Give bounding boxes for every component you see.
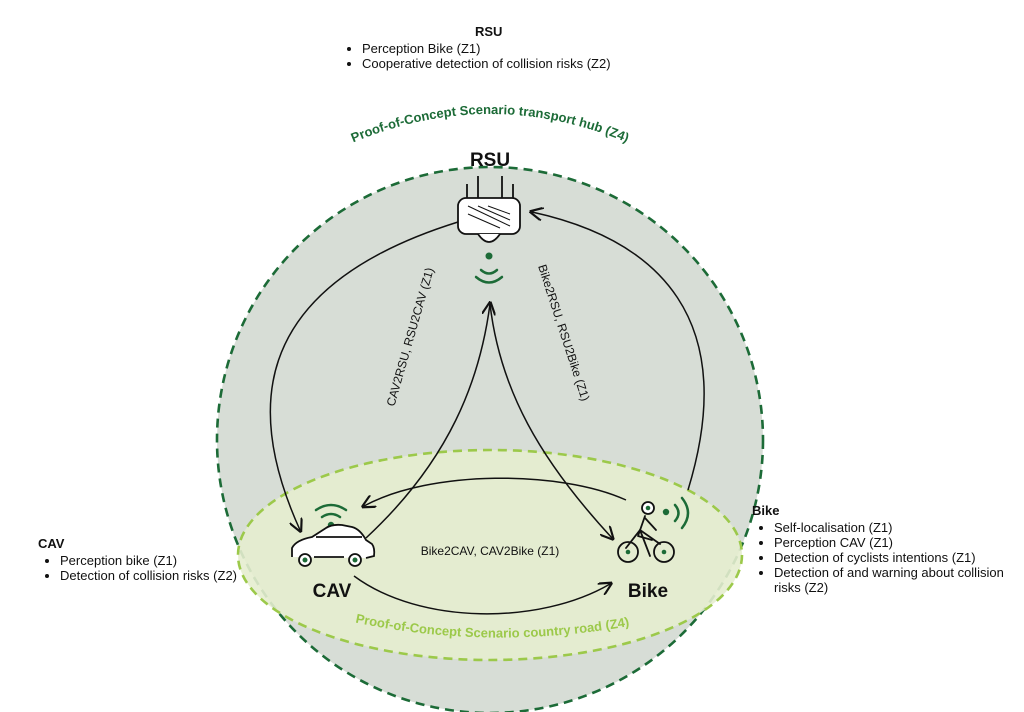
arrow-bike-to-rsu [532,212,705,491]
cav-panel-title: CAV [38,536,65,551]
rsu-panel-title: RSU [475,24,503,39]
list-item: Self-localisation (Z1) [774,520,1022,535]
cav-capabilities-panel: CAV Perception bike (Z1) Detection of co… [38,536,238,583]
arrow-rsu-to-cav [269,221,459,530]
list-item: Perception bike (Z1) [60,553,238,568]
list-item: Perception CAV (Z1) [774,535,1022,550]
list-item: Detection of and warning about collision… [774,565,1022,595]
list-item: Detection of cyclists intentions (Z1) [774,550,1022,565]
list-item: Perception Bike (Z1) [362,41,680,56]
cav-node-label: CAV [313,581,352,602]
bike-capabilities-list: Self-localisation (Z1) Perception CAV (Z… [752,520,1022,595]
cyclist-icon [617,501,675,563]
list-item: Cooperative detection of collision risks… [362,56,680,71]
bike-node-label: Bike [628,581,668,602]
car-icon [291,523,376,567]
cav-capabilities-list: Perception bike (Z1) Detection of collis… [38,553,238,583]
rsu-capabilities-panel: RSU Perception Bike (Z1) Cooperative det… [340,24,680,71]
rsu-device-icon [457,176,521,243]
rsu-capabilities-list: Perception Bike (Z1) Cooperative detecti… [340,41,680,71]
transport-hub-zone-label: Proof-of-Concept Scenario transport hub … [349,102,632,145]
arrow-cav-to-bike [353,575,610,615]
rsu-node-label: RSU [470,150,510,171]
arrow-cav-to-rsu [365,304,490,539]
rsu-signal-icon [474,252,504,284]
list-item: Detection of collision risks (Z2) [60,568,238,583]
arrow-bike-to-cav [364,477,627,506]
bike-capabilities-panel: Bike Self-localisation (Z1) Perception C… [752,503,1022,595]
link-label-bike-cav: Bike2CAV, CAV2Bike (Z1) [421,544,560,558]
bike-signal-icon [662,496,690,530]
arrow-rsu-to-bike [489,303,612,538]
bike-panel-title: Bike [752,503,780,518]
